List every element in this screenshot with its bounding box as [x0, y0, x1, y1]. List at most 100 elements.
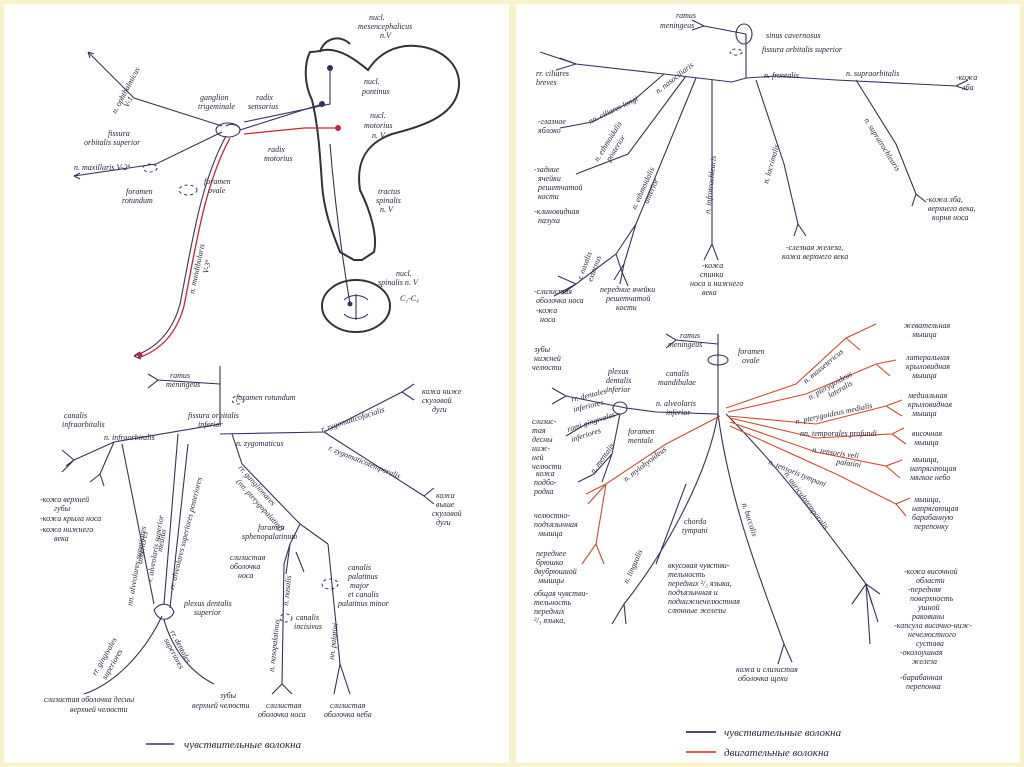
brainstem-outline [304, 44, 461, 261]
supraorbitalis-end [955, 79, 969, 91]
label-kozha-guby-1: -кожа верхней [40, 495, 89, 504]
spinal-tract-path [329, 143, 351, 305]
legend-motor-label: двигательные волокна [724, 747, 829, 759]
label-vkus-2: тельность [668, 570, 706, 579]
label-perednee-1: переднее [536, 549, 566, 558]
ganglion-junction [225, 123, 241, 131]
infraorbital-small-branch [89, 441, 115, 487]
label-mand-ramus-2: meningeus [668, 340, 702, 349]
maxillary-arrow [73, 172, 81, 180]
label-mand-plexus-3: inferior [606, 385, 631, 394]
label-buccalis: n. buccalis [740, 502, 759, 538]
label-obshch-2: тельность [534, 598, 572, 607]
label-sliz-neba-2: оболочка неба [324, 710, 372, 719]
label-kozha-vyshe-2: выше [436, 500, 455, 509]
midbrain-curve [319, 37, 351, 53]
label-lat-kryl-1: латеральная [905, 353, 950, 362]
label-temporales: nn. temporales profundi [800, 429, 877, 438]
label-kozha-vis-11: железа [912, 657, 937, 666]
label-perednie-3: кости [616, 303, 637, 312]
ganglion-trigeminale-shape [215, 122, 241, 138]
label-chorda-2: tympani [682, 526, 708, 535]
zygomaticofacial-branch [219, 383, 415, 435]
label-mand-for-ov-1: foramen [738, 347, 765, 356]
tensor-veli-branch [729, 421, 903, 479]
label-kozha-nizhe-3: дуги [432, 405, 447, 414]
anterior-ethmoid-end [615, 253, 629, 287]
label-kozha-podb-2: подбо- [534, 478, 557, 487]
label-radix-sens-1: radix [256, 93, 273, 102]
label-zuby-1: зубы [219, 691, 237, 700]
label-canalis-mand-1: canalis [666, 369, 689, 378]
label-kozha-vis-4: поверхность [910, 594, 954, 603]
label-kozha-lba-veka-1: -кожа лба, [926, 195, 963, 204]
label-kozha-vis-2: области [916, 576, 945, 585]
label-sleznaya-1: -слезная железа, [786, 243, 843, 252]
motor-root-path [243, 127, 338, 135]
foramen-rotundum-shape [142, 163, 158, 173]
right-diagrams: ramus meningeus sinus cavernosus fissura… [532, 11, 977, 759]
label-mand-plexus-2: dentalis [606, 376, 631, 385]
mandibular-nerve-line [133, 135, 227, 357]
label-alv-inf-2: inferior [666, 408, 691, 417]
label-zhevat-1: жевательная [904, 321, 951, 330]
label-mand-plexus-1: plexus [607, 367, 628, 376]
label-oph-ramus-2: meningeus [660, 21, 694, 30]
label-visoch-2: мышца [913, 438, 939, 447]
label-nucl-mes-1: nucl. [369, 13, 385, 22]
alveolaris-inferior [565, 334, 719, 415]
label-vkus-6: слюнные железы [668, 606, 727, 615]
label-napr-bar-4: перепонку [914, 522, 949, 531]
label-nucl-spin-2: spinalis n. V [378, 278, 419, 287]
mylohyoid-digastric [581, 483, 607, 565]
label-kozha-veka-2: века [54, 534, 69, 543]
label-nasalis: n. nasalis [281, 575, 293, 606]
label-plexus-2: superior [194, 608, 222, 617]
label-kozha-vyshe-1: кожа [436, 491, 455, 500]
nasal-branch [285, 543, 305, 575]
label-kozha-spinki-3: носа и нижнего [690, 279, 743, 288]
maxillary-trunk [73, 366, 221, 461]
label-fissura-1: fissura [108, 129, 130, 138]
label-zygomaticotemporalis: r. zygomaticotemporalis [327, 444, 402, 481]
infratrochlearis-branch [703, 80, 719, 261]
label-napr-bar-3: барабанную [912, 513, 954, 522]
pterygoid-lat-branch [727, 359, 897, 413]
label-ciliares-2: breves [536, 78, 557, 87]
label-zadnie-2: ячейки [537, 174, 561, 183]
label-for-ov-1: foramen [204, 177, 231, 186]
label-kozha-vis-3: -передняя [908, 585, 941, 594]
label-plexus-1: plexus dentalis [183, 599, 232, 608]
label-sliz-nosa-3: носа [238, 571, 253, 580]
ophthalmic-nerve-line [87, 51, 223, 127]
spinal-grey-matter [343, 294, 369, 320]
meningeal-branch [147, 373, 221, 389]
label-vkus-3: передних ²/₃ языка, [668, 579, 732, 588]
label-for-spheno-1: foramen [258, 523, 285, 532]
label-for-mentale-1: foramen [628, 427, 655, 436]
label-zygomaticus: n. zygomaticus [236, 439, 284, 448]
label-napr-bar-2: напрягающая [912, 504, 959, 513]
label-max-fissura-2: inferior [198, 420, 223, 429]
label-lat-kryl-3: мышца [911, 371, 937, 380]
label-can-inc-1: canalis [296, 613, 319, 622]
mand-meningeal [665, 333, 719, 349]
label-frontalis: n. frontalis [764, 71, 799, 80]
label-med-kryl-1: медиальная [907, 391, 948, 400]
label-ciliares-longi: nn. ciliares longi [587, 94, 640, 126]
label-tractus-2: spinalis [376, 196, 401, 205]
label-nucl-pont-2: pontinus [361, 87, 390, 96]
label-kozha-veka-1: -кожа нижнего [40, 525, 93, 534]
sinus-cavernosus-shape [735, 23, 753, 45]
label-sliz-desny-5: ней [532, 453, 544, 462]
pterygoid-med-branch [727, 399, 903, 425]
label-kozha-vis-10: -околоушная [900, 648, 943, 657]
label-zadnie-4: кости [538, 192, 559, 201]
label-nucl-mot-1: nucl. [370, 111, 386, 120]
label-kozha-kryla: -кожа крыла носа [40, 514, 101, 523]
canalis-palatinus-shape [321, 578, 339, 590]
label-for-ov-2: ovale [208, 186, 226, 195]
ophthalmic-diagram: ramus meningeus sinus cavernosus fissura… [534, 11, 977, 324]
label-radix-mot-1: radix [268, 145, 285, 154]
plexus-dentalis-shape [153, 603, 175, 620]
